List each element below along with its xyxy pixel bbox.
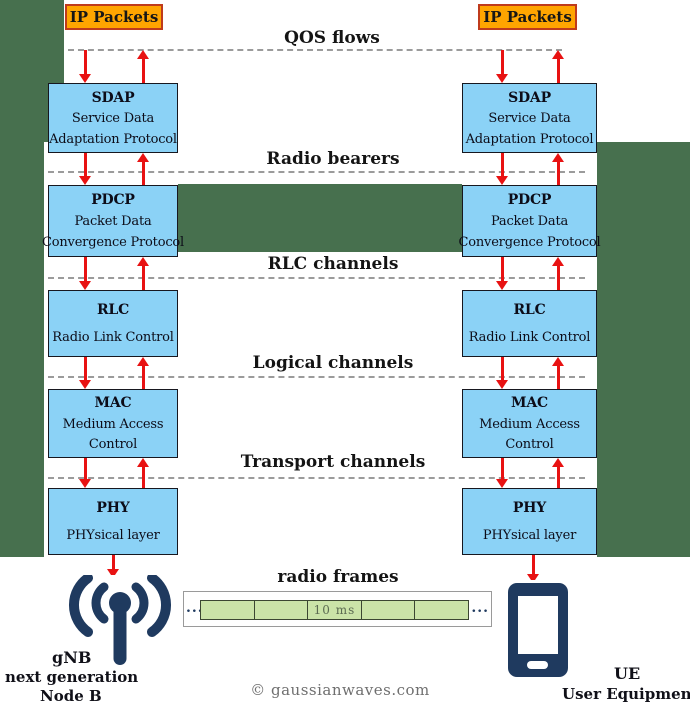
qos-flows-label: QOS flows xyxy=(284,28,380,48)
transport-channels-label: Transport channels xyxy=(240,452,426,472)
layer-name-line: Service Data xyxy=(71,111,155,126)
ip-packets-label: IP Packets xyxy=(69,8,159,26)
background-region xyxy=(597,142,690,557)
layer-abbr: PHY xyxy=(96,500,130,517)
down-arrow-icon xyxy=(107,555,119,578)
ip-packets-label: IP Packets xyxy=(483,8,572,26)
down-arrow-icon xyxy=(79,50,91,83)
background-region xyxy=(178,184,462,252)
up-arrow-icon xyxy=(137,458,149,488)
down-arrow-icon xyxy=(79,357,91,389)
down-arrow-icon xyxy=(496,458,508,488)
layer-box-rlc-gnb: RLC Radio Link Control xyxy=(48,290,178,357)
layer-box-pdcp-gnb: PDCP Packet Data Convergence Protocol xyxy=(42,185,184,257)
down-arrow-icon xyxy=(79,458,91,488)
up-arrow-icon xyxy=(137,153,149,185)
layer-abbr: PDCP xyxy=(91,192,135,208)
layer-name-line: Control xyxy=(505,436,554,452)
logical-channels-label: Logical channels xyxy=(252,353,414,373)
up-arrow-icon xyxy=(137,357,149,389)
layer-box-pdcp-ue: PDCP Packet Data Convergence Protocol xyxy=(459,185,601,257)
radio-frame-cell xyxy=(414,601,468,619)
ue-abbr-label: UE xyxy=(614,664,641,683)
radio-frame-cell xyxy=(201,601,254,619)
layer-name-line: Convergence Protocol xyxy=(458,235,601,250)
antenna-icon xyxy=(68,573,172,665)
radio-bearers-dashed-line xyxy=(48,171,585,173)
down-arrow-icon xyxy=(496,50,508,83)
layer-name-line: Service Data xyxy=(488,111,571,126)
background-region xyxy=(0,0,64,83)
radio-frame-cell xyxy=(360,601,415,619)
layer-box-sdap-ue: SDAP Service Data Adaptation Protocol xyxy=(462,83,597,153)
down-arrow-icon xyxy=(527,555,539,583)
up-arrow-icon xyxy=(552,50,564,83)
radio-frames-label: radio frames xyxy=(277,567,399,587)
layer-name-line: Convergence Protocol xyxy=(42,235,184,250)
layer-box-sdap-gnb: SDAP Service Data Adaptation Protocol xyxy=(48,83,178,153)
layer-name-line: Adaptation Protocol xyxy=(465,131,594,147)
ue-phone-icon xyxy=(503,580,572,680)
up-arrow-icon xyxy=(552,257,564,290)
background-region xyxy=(0,142,44,557)
logical-channels-dashed-line xyxy=(48,376,585,378)
layer-name-line: Radio Link Control xyxy=(52,329,174,345)
layer-box-phy-gnb: PHY PHYsical layer xyxy=(48,488,178,555)
down-arrow-icon xyxy=(79,153,91,185)
layer-name-line: Medium Access xyxy=(62,416,164,432)
layer-box-rlc-ue: RLC Radio Link Control xyxy=(462,290,597,357)
gnb-expansion-line1: next generation xyxy=(5,668,139,686)
layer-name-line: Medium Access xyxy=(479,416,580,432)
radio-frame-cell xyxy=(253,601,308,619)
layer-name-line: Control xyxy=(88,436,138,452)
radio-frames-strip: ... 10 ms ... xyxy=(183,591,492,627)
gnb-antenna-icon xyxy=(63,573,175,672)
layer-abbr: SDAP xyxy=(91,89,135,106)
layer-box-mac-gnb: MAC Medium Access Control xyxy=(48,389,178,458)
down-arrow-icon xyxy=(496,357,508,389)
layer-name-line: Radio Link Control xyxy=(468,329,591,345)
radio-frame-cell-10ms: 10 ms xyxy=(307,601,361,619)
transport-channels-dashed-line xyxy=(48,477,585,479)
ellipsis-left: ... xyxy=(186,600,204,616)
layer-name-line: PHYsical layer xyxy=(482,527,577,543)
layer-abbr: PHY xyxy=(512,500,547,517)
down-arrow-icon xyxy=(496,257,508,290)
up-arrow-icon xyxy=(552,458,564,488)
up-arrow-icon xyxy=(552,357,564,389)
down-arrow-icon xyxy=(496,153,508,185)
up-arrow-icon xyxy=(137,257,149,290)
layer-abbr: MAC xyxy=(94,395,132,412)
qos-flows-dashed-line xyxy=(68,49,562,51)
down-arrow-icon xyxy=(79,257,91,290)
gnb-abbr-label: gNB xyxy=(52,648,92,667)
layer-name-line: Adaptation Protocol xyxy=(49,131,177,147)
rlc-channels-dashed-line xyxy=(48,277,585,279)
layer-abbr: MAC xyxy=(511,395,548,412)
ip-packets-box-ue: IP Packets xyxy=(478,4,577,30)
layer-name-line: PHYsical layer xyxy=(66,527,160,543)
rlc-channels-label: RLC channels xyxy=(267,254,399,274)
layer-name-line: Packet Data xyxy=(74,214,152,229)
ip-packets-box-gnb: IP Packets xyxy=(65,4,163,30)
gnb-expansion-line2: Node B xyxy=(40,687,102,705)
up-arrow-icon xyxy=(137,50,149,83)
background-region xyxy=(0,83,48,142)
layer-abbr: PDCP xyxy=(507,192,552,208)
layer-box-mac-ue: MAC Medium Access Control xyxy=(462,389,597,458)
smartphone-icon xyxy=(508,583,568,677)
radio-frame-bar: 10 ms xyxy=(200,600,469,620)
up-arrow-icon xyxy=(552,153,564,185)
layer-abbr: SDAP xyxy=(508,89,551,106)
watermark-text: © gaussianwaves.com xyxy=(250,681,430,699)
layer-abbr: RLC xyxy=(96,302,130,319)
layer-name-line: Packet Data xyxy=(490,214,569,229)
layer-abbr: RLC xyxy=(513,302,546,319)
ellipsis-right: ... xyxy=(471,600,489,616)
layer-box-phy-ue: PHY PHYsical layer xyxy=(462,488,597,555)
radio-bearers-label: Radio bearers xyxy=(266,149,400,169)
ue-expansion-label: User Equipment xyxy=(562,685,690,703)
